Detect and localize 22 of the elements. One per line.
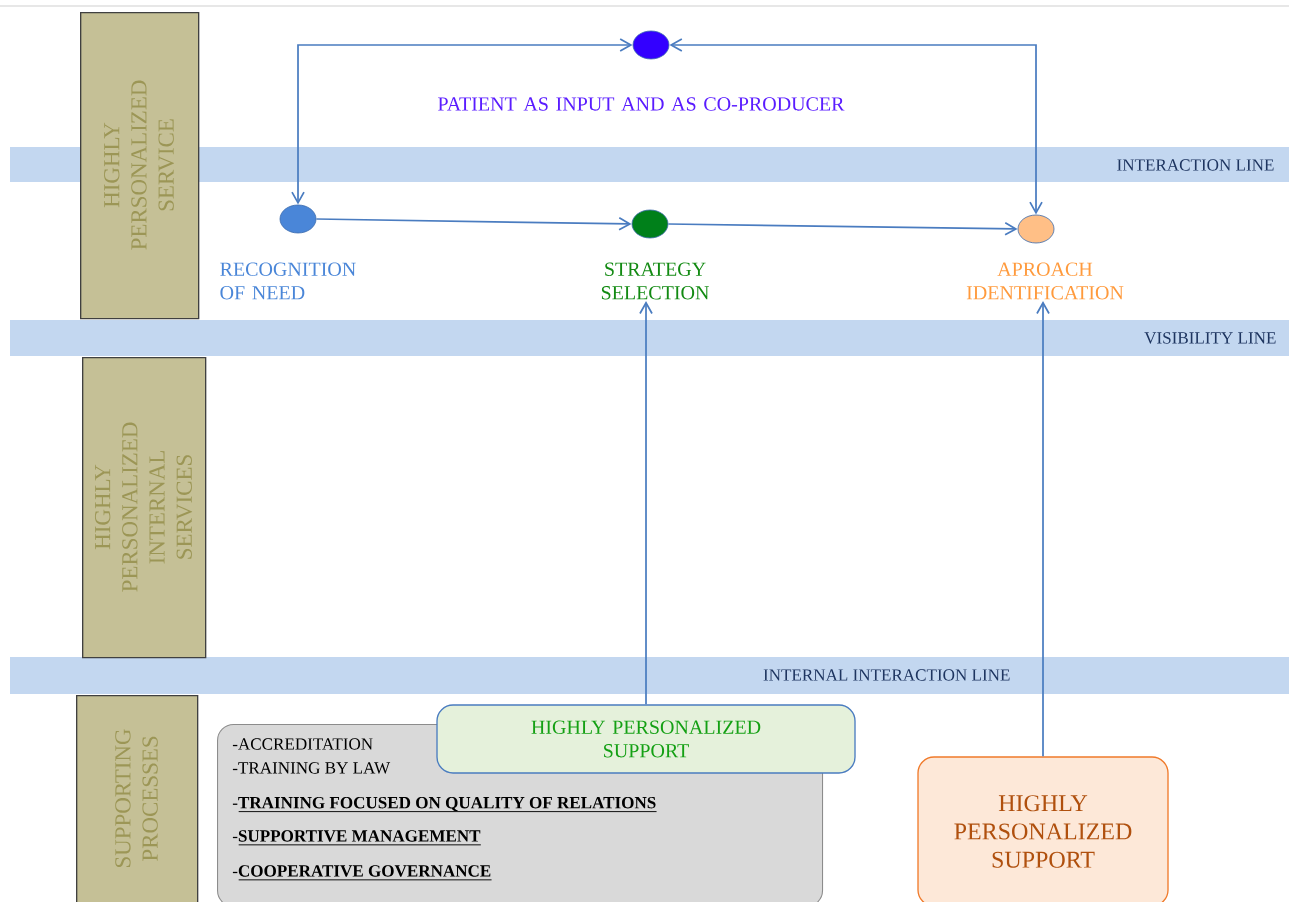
arrow — [315, 216, 632, 231]
arrow — [667, 221, 1018, 236]
lane-header: SUPPORTING PROCESSES — [76, 695, 199, 902]
list-item: -ACCREDITATION — [232, 738, 373, 750]
line-band: VISIBILITY LINE — [10, 320, 1289, 356]
list-item: -TRAINING BY LAW — [232, 762, 391, 774]
list-item: -SUPPORTIVE MANAGEMENT — [232, 830, 482, 846]
arrow — [1036, 301, 1050, 758]
arrow — [291, 38, 633, 205]
dot-label: PATIENT AS INPUT AND AS CO-PRODUCER — [438, 97, 845, 111]
line-band: INTERNAL INTERACTION LINE — [10, 657, 1289, 694]
arrow — [669, 38, 1043, 215]
dot-label: APROACH IDENTIFICATION — [966, 262, 1124, 300]
lane-header: HIGHLY PERSONALIZED INTERNAL SERVICES — [82, 357, 207, 659]
support-box: HIGHLY PERSONALIZED SUPPORT — [436, 704, 856, 774]
dot-label: STRATEGY SELECTION — [601, 262, 709, 300]
dot-label: RECOGNITION OF NEED — [220, 262, 356, 300]
lane-header: HIGHLY PERSONALIZED SERVICE — [80, 12, 200, 320]
list-item: -TRAINING FOCUSED ON QUALITY OF RELATIONS — [232, 796, 658, 813]
list-item: -COOPERATIVE GOVERNANCE — [232, 865, 493, 881]
arrow — [639, 301, 653, 706]
support-box: HIGHLY PERSONALIZED SUPPORT — [917, 756, 1169, 902]
